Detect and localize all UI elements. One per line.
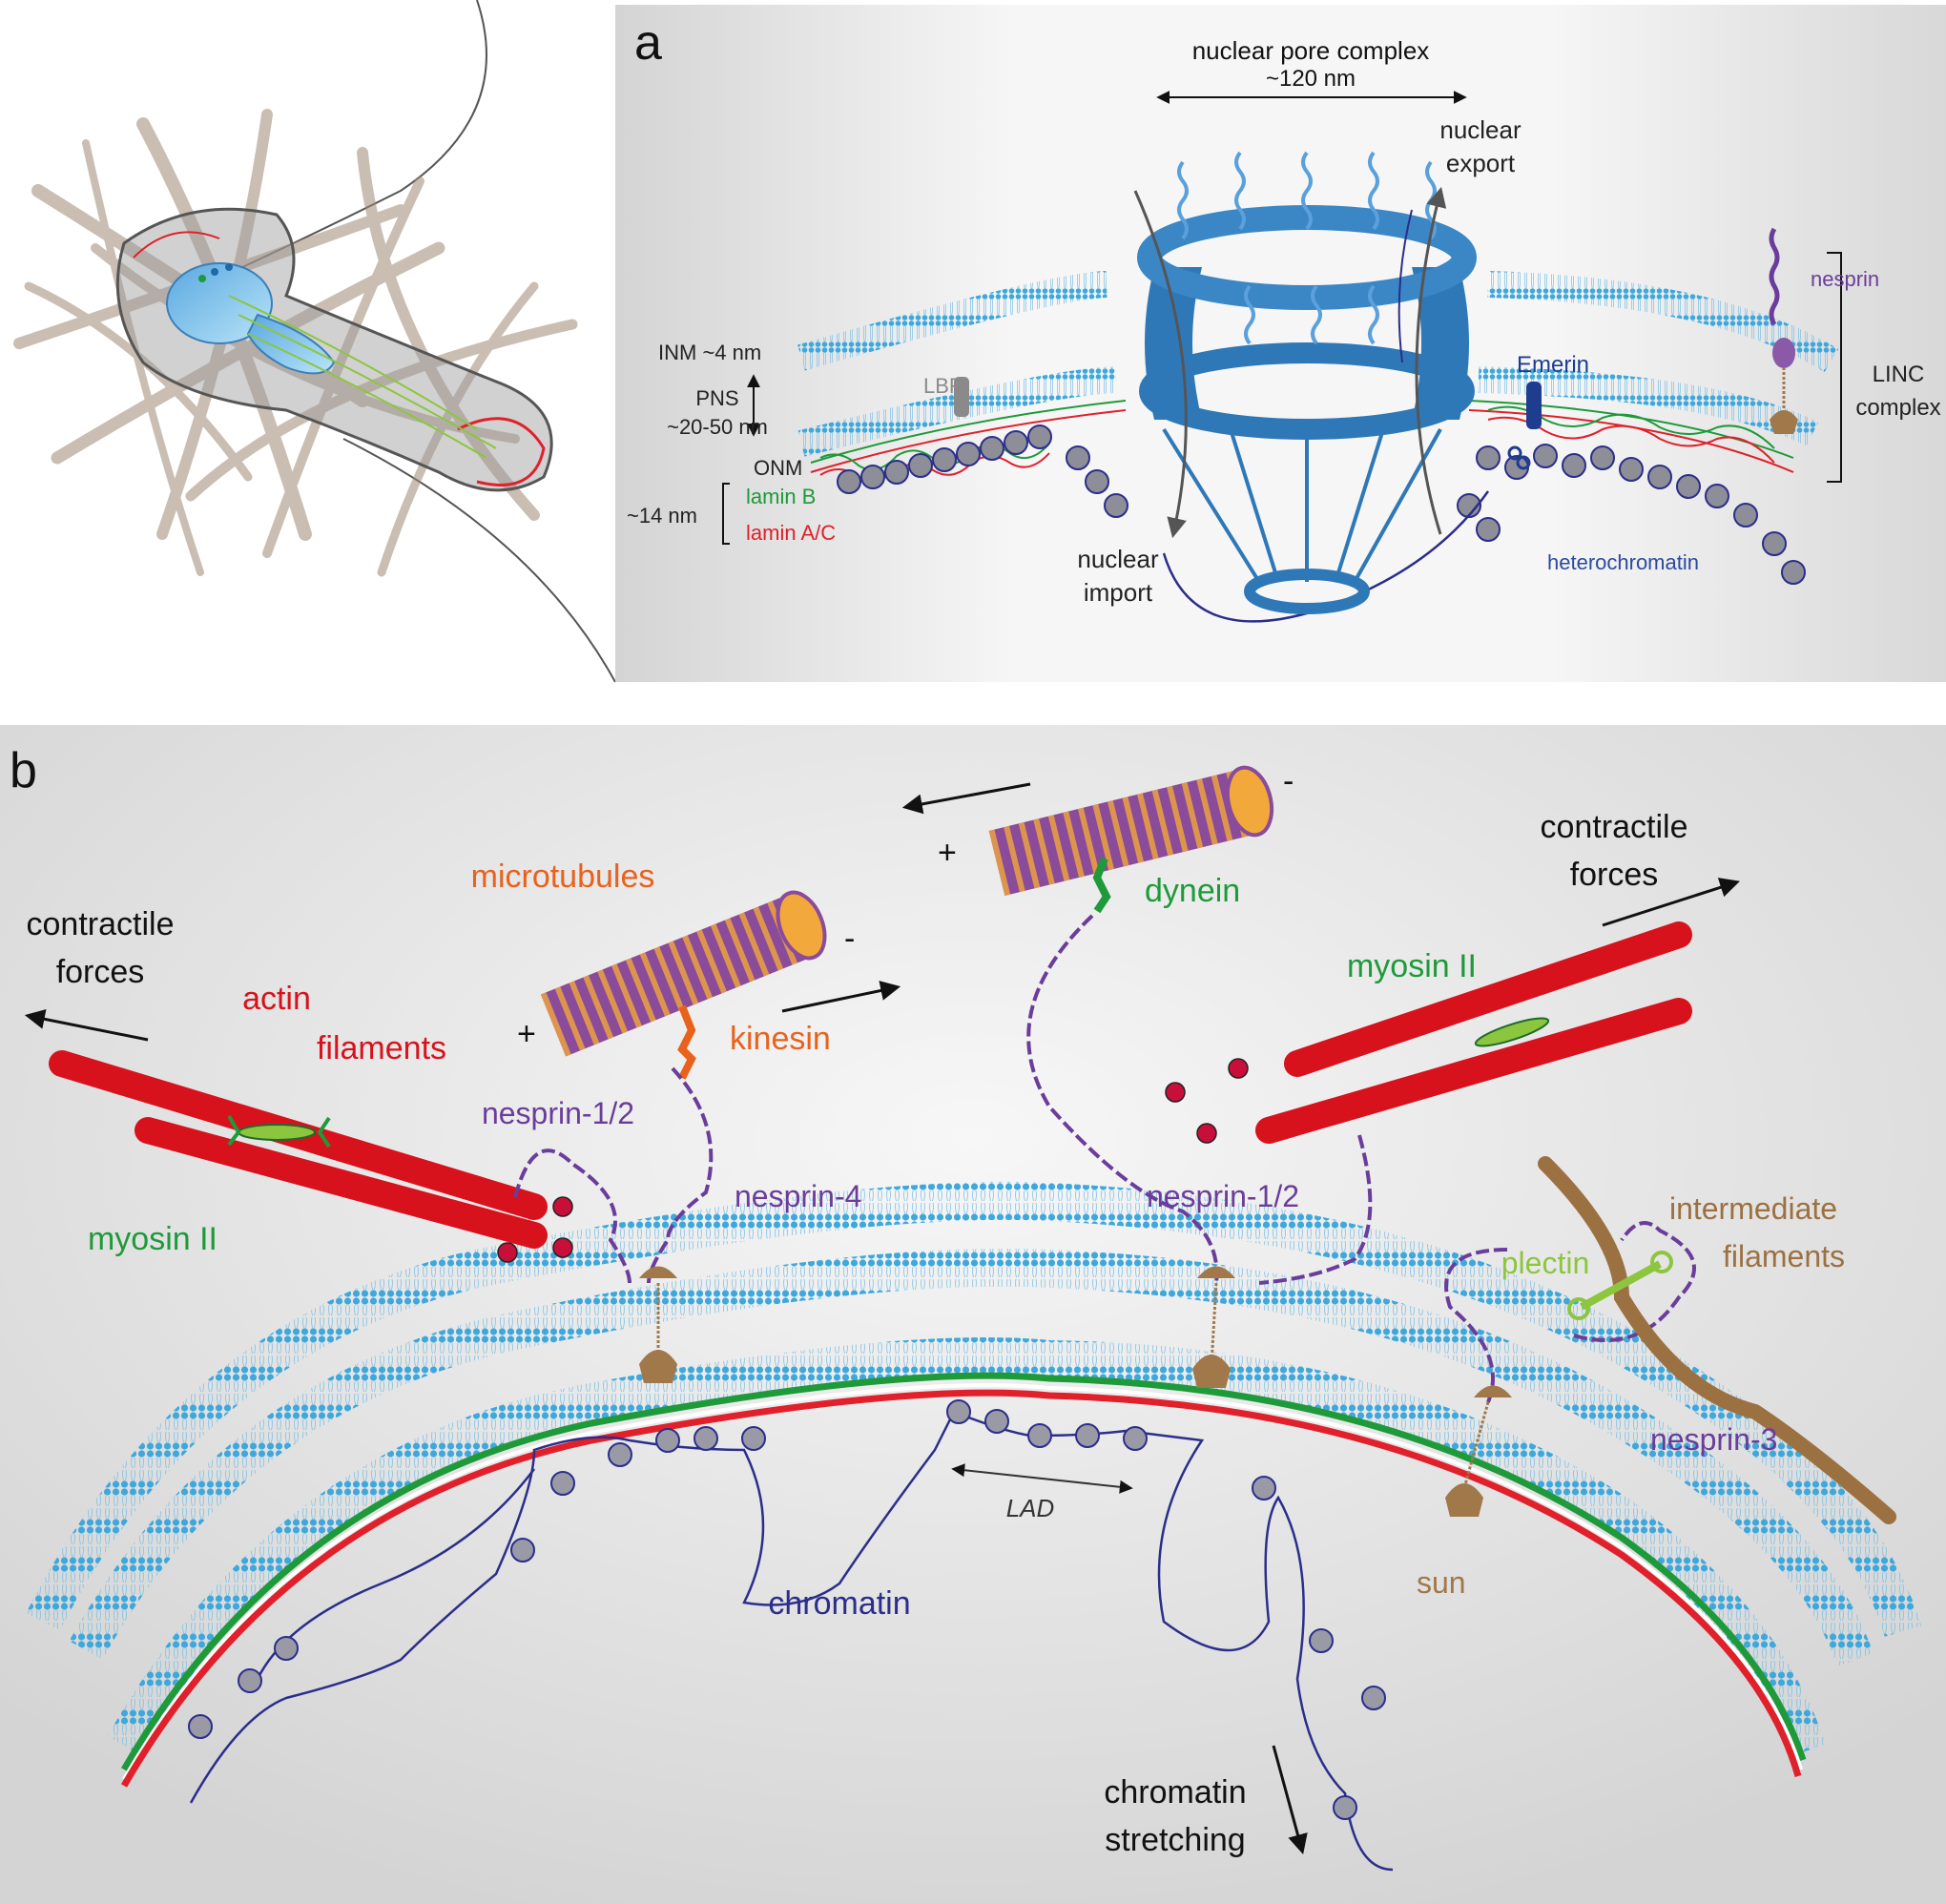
lbr-label: LBR <box>923 374 964 398</box>
inm-label: INM ~4 nm <box>658 341 761 364</box>
linc-bracket <box>1827 252 1842 483</box>
nesprin3-label: nesprin-3 <box>1650 1422 1777 1457</box>
contractile-right-line2: forces <box>1570 857 1659 893</box>
chromatin-label: chromatin <box>768 1585 910 1622</box>
npc-size: ~120 nm <box>1266 66 1356 92</box>
cell-illustration <box>13 0 616 683</box>
nesprin4-label: nesprin-4 <box>735 1179 861 1213</box>
contractile-left-line2: forces <box>56 954 145 990</box>
chromatin-stretching-line1: chromatin <box>1104 1774 1246 1811</box>
contractile-right-line1: contractile <box>1541 809 1688 845</box>
nesprin12-left-label: nesprin-1/2 <box>482 1096 634 1130</box>
npc-title: nuclear pore complex <box>1192 36 1430 65</box>
nuclear-export-line2: export <box>1446 149 1516 177</box>
lamina-size-label: ~14 nm <box>627 504 697 528</box>
panel-a-letter: a <box>634 15 662 71</box>
lamin-b-label: lamin B <box>746 485 816 508</box>
kinesin-direction-arrow <box>781 981 901 1013</box>
actin-filaments-right <box>1255 921 1692 1144</box>
dynein-label: dynein <box>1145 873 1240 909</box>
linc-label-line1: LINC <box>1873 362 1925 387</box>
minus-end-2: - <box>1283 763 1294 799</box>
contractile-left-line1: contractile <box>27 906 175 942</box>
chromatin-stretching-arrow <box>1272 1745 1308 1855</box>
linc-label-line2: complex <box>1855 395 1940 421</box>
lad-arrow <box>951 1463 1133 1494</box>
lamina-bracket <box>722 483 730 545</box>
nesprin12-right-label: nesprin-1/2 <box>1147 1179 1299 1213</box>
panel-b-background <box>0 725 1946 1904</box>
intermediate-label-line2: filaments <box>1723 1239 1845 1273</box>
myosin-right <box>1474 1017 1550 1047</box>
nuclear-pore-complex <box>1133 151 1490 623</box>
pns-label-line1: PNS <box>695 386 738 410</box>
actin-label-line2: filaments <box>317 1030 446 1066</box>
intermediate-label-line1: intermediate <box>1669 1191 1837 1226</box>
g-actin-dots <box>497 1058 1249 1263</box>
microtubules-label: microtubules <box>471 859 655 895</box>
contractile-arrow-right <box>1602 878 1740 927</box>
minus-end-1: - <box>844 921 855 957</box>
microtubule-dynein <box>988 765 1274 914</box>
nuclear-import-line2: import <box>1084 578 1153 607</box>
panel-b-nuclear-membrane <box>26 1181 1922 1788</box>
plectin <box>1567 1251 1673 1320</box>
chromatin-stretching-line2: stretching <box>1105 1822 1245 1858</box>
panel-b-nucleosomes <box>188 1399 1386 1820</box>
plus-end-2: + <box>938 835 957 871</box>
pns-label-line2: ~20-50 nm <box>667 415 768 439</box>
nuclear-import-line1: nuclear <box>1077 545 1159 573</box>
panel-b-letter: b <box>10 743 37 798</box>
panel-b-nesprins <box>513 914 1696 1403</box>
plectin-label: plectin <box>1501 1246 1590 1280</box>
myosin-left-label: myosin II <box>88 1221 217 1257</box>
onm-label: ONM <box>754 456 802 480</box>
sun-label: sun <box>1417 1565 1466 1600</box>
kinesin-label: kinesin <box>730 1021 831 1057</box>
microtubule-kinesin <box>540 890 827 1080</box>
nesprin-label: nesprin <box>1811 267 1879 291</box>
panel-b-linc-complexes <box>639 1266 1512 1517</box>
myosin-right-label: myosin II <box>1347 948 1477 984</box>
dynein-direction-arrow <box>901 782 1031 815</box>
intermediate-filament <box>1538 1156 1896 1524</box>
emerin-label: Emerin <box>1517 352 1589 378</box>
plus-end-1: + <box>517 1016 536 1052</box>
lamin-ac-label: lamin A/C <box>746 521 836 545</box>
heterochromatin-label: heterochromatin <box>1547 550 1699 574</box>
lad-label: LAD <box>1006 1494 1055 1522</box>
myosin-left <box>227 1114 331 1149</box>
lbr-protein <box>954 377 969 417</box>
contractile-arrow-left <box>24 1008 149 1042</box>
actin-label-line1: actin <box>242 981 311 1017</box>
linc-complex-a <box>1769 227 1798 434</box>
panel-a-heterochromatin <box>837 424 1806 585</box>
emerin-protein <box>1507 382 1542 470</box>
nuclear-export-line1: nuclear <box>1439 115 1522 144</box>
